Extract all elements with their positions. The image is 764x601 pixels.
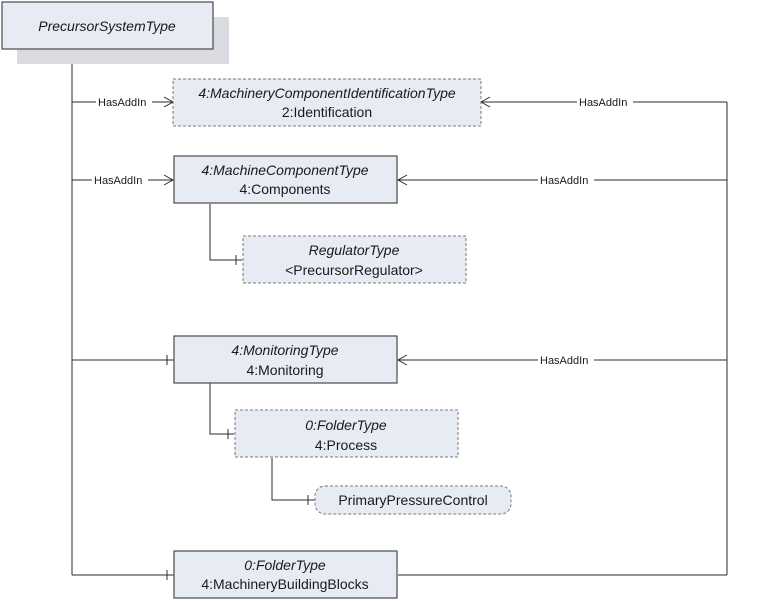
node-machinery-building-blocks[interactable]: 0:FolderType 4:MachineryBuildingBlocks bbox=[173, 550, 398, 599]
right-arrowhead-components bbox=[396, 174, 408, 186]
node-monitoring[interactable]: 4:MonitoringType 4:Monitoring bbox=[173, 335, 398, 384]
right-hasaddin-label-components: HasAddIn bbox=[540, 175, 588, 187]
reference-labels: HasAddIn HasAddIn HasAddIn HasAddIn HasA… bbox=[92, 95, 633, 367]
node-browse-name: <PrecursorRegulator> bbox=[285, 262, 423, 278]
node-components[interactable]: 4:MachineComponentType 4:Components bbox=[173, 155, 398, 204]
node-type-name: 0:FolderType bbox=[305, 417, 387, 433]
right-hasaddin-label-identification: HasAddIn bbox=[579, 97, 627, 109]
node-browse-name: 2:Identification bbox=[282, 104, 372, 120]
node-type-name: 4:MachineryComponentIdentificationType bbox=[198, 85, 456, 101]
right-hasaddin-label-monitoring: HasAddIn bbox=[540, 355, 588, 367]
hasaddin-label-components: HasAddIn bbox=[94, 175, 142, 187]
node-browse-name: 4:MachineryBuildingBlocks bbox=[201, 576, 368, 592]
node-browse-name: 4:Monitoring bbox=[246, 362, 323, 378]
node-browse-name: PrimaryPressureControl bbox=[338, 492, 487, 508]
node-type-name: 4:MonitoringType bbox=[231, 342, 338, 358]
node-primary-pressure-control[interactable]: PrimaryPressureControl bbox=[314, 485, 512, 515]
right-arrowhead-monitoring bbox=[396, 354, 408, 366]
node-identification[interactable]: 4:MachineryComponentIdentificationType 2… bbox=[172, 78, 482, 127]
node-type-name: 4:MachineComponentType bbox=[201, 162, 368, 178]
node-type-name: 0:FolderType bbox=[244, 557, 326, 573]
node-type-name: PrecursorSystemType bbox=[38, 18, 176, 34]
hasaddin-label-identification: HasAddIn bbox=[98, 97, 146, 109]
component-line-pressure-control bbox=[271, 458, 315, 501]
node-browse-name: 4:Components bbox=[239, 181, 330, 197]
node-regulator[interactable]: RegulatorType <PrecursorRegulator> bbox=[242, 235, 467, 284]
node-browse-name: 4:Process bbox=[315, 437, 377, 453]
component-line-regulator bbox=[209, 204, 242, 261]
node-process[interactable]: 0:FolderType 4:Process bbox=[234, 409, 459, 458]
node-precursor-system-type[interactable]: PrecursorSystemType bbox=[1, 1, 229, 64]
component-line-process bbox=[209, 383, 234, 435]
node-type-name: RegulatorType bbox=[309, 242, 400, 258]
arrowhead-components bbox=[163, 174, 175, 186]
